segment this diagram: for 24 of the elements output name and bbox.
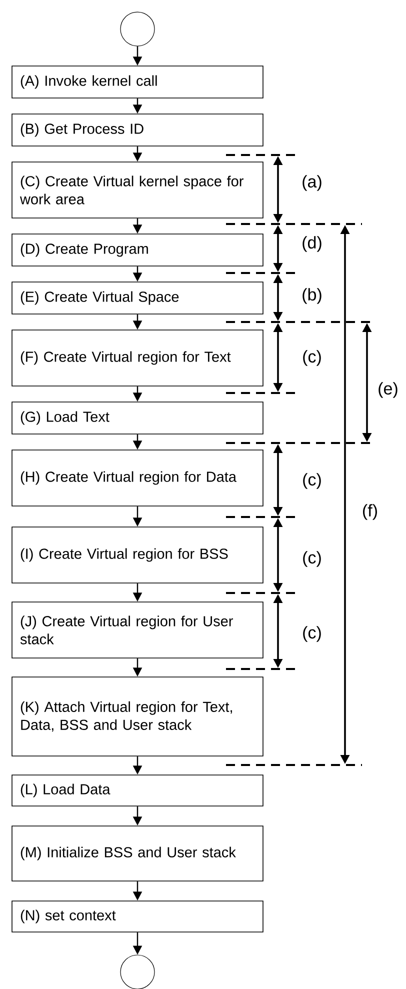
process-box: (D) Create Program <box>12 234 264 266</box>
process-box: (M) Initialize BSS and User stack <box>12 826 264 882</box>
process-box: (B) Get Process ID <box>12 114 264 146</box>
process-box: (C) Create Virtual kernel space for work area <box>12 162 264 218</box>
interval-label: (b) <box>302 288 322 304</box>
process-box: (J) Create Virtual region for User stack <box>12 602 264 658</box>
process-box: (G) Load Text <box>12 402 264 434</box>
interval-label: (a) <box>302 175 322 191</box>
process-box: (F) Create Virtual region for Text <box>12 330 264 386</box>
process-box: (E) Create Virtual Space <box>12 282 264 314</box>
process-box: (L) Load Data <box>12 774 264 806</box>
interval-label: (c) <box>303 473 321 489</box>
process-box: (N) set context <box>12 900 264 932</box>
interval-label: (d) <box>302 236 322 252</box>
process-box: (K) Attach Virtual region for Text, Data, BSS and User stack <box>12 676 264 756</box>
process-box: (I) Create Virtual region for BSS <box>12 526 264 584</box>
interval-label: (e) <box>378 382 398 398</box>
process-box: (H) Create Virtual region for Data <box>12 450 264 506</box>
process-box: (A) Invoke kernel call <box>12 66 264 98</box>
interval-label: (f) <box>363 504 377 520</box>
interval-label: (c) <box>303 551 321 567</box>
interval-label: (c) <box>303 350 321 366</box>
terminal-circle <box>120 12 155 46</box>
interval-label: (c) <box>303 626 321 642</box>
